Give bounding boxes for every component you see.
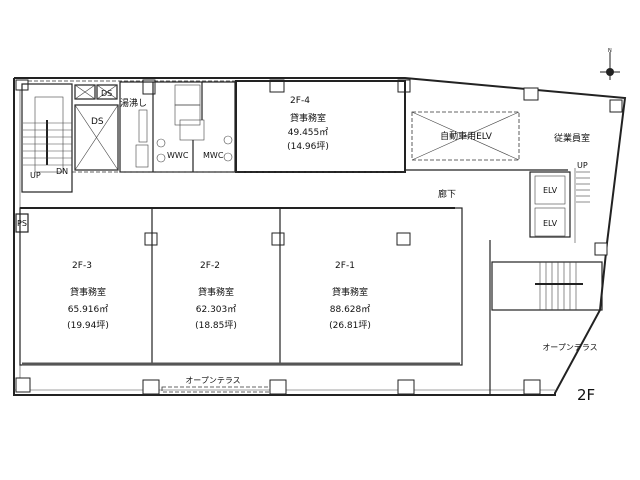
office-2f-1: 2F-1 貸事務室 88.628㎡ (26.81坪) xyxy=(329,261,371,331)
office-id: 2F-3 xyxy=(72,261,92,271)
office-type: 貸事務室 xyxy=(198,286,234,298)
ds-large-label: DS xyxy=(91,117,104,127)
ds-small-label: DS xyxy=(101,89,112,98)
offices-lower xyxy=(19,207,463,366)
service-core: 湯沸し WWC MWC xyxy=(119,81,236,173)
corridor-label: 廊下 xyxy=(438,188,456,200)
car-elv-label: 自動車用ELV xyxy=(440,130,493,142)
office-area-m2: 62.303㎡ xyxy=(196,304,237,315)
staff-room-label: 従業員室 xyxy=(554,132,590,144)
office-2f-2: 2F-2 貸事務室 62.303㎡ (18.85坪) xyxy=(195,261,237,331)
elv-1-label: ELV xyxy=(543,186,558,195)
mwc-label: MWC xyxy=(203,151,224,160)
office-area-m2: 49.455㎡ xyxy=(288,127,329,138)
compass-label: N xyxy=(608,48,612,54)
stair-right xyxy=(489,240,603,395)
terrace-rail xyxy=(161,386,271,393)
columns xyxy=(15,79,623,395)
office-area-tsubo: (19.94坪) xyxy=(67,320,109,331)
office-area-tsubo: (26.81坪) xyxy=(329,320,371,331)
ps-label: PS xyxy=(17,219,27,228)
stair-dn-label: DN xyxy=(56,167,68,176)
office-area-m2: 65.916㎡ xyxy=(68,304,109,315)
office-area-tsubo: (14.96坪) xyxy=(287,141,329,152)
north-arrow-icon: N xyxy=(600,48,620,80)
stair-up-label: UP xyxy=(30,171,41,180)
stair-left: UP DN xyxy=(21,83,73,193)
office-area-m2: 88.628㎡ xyxy=(330,304,371,315)
office-2f-3: 2F-3 貸事務室 65.916㎡ (19.94坪) xyxy=(67,261,109,331)
car-elevator: 自動車用ELV xyxy=(404,80,568,171)
stair-up-right-label: UP xyxy=(577,161,588,170)
wwc-label: WWC xyxy=(167,151,189,160)
ds-shafts: DS DS xyxy=(74,84,119,171)
ps-shaft xyxy=(15,213,29,233)
office-id: 2F-2 xyxy=(200,261,220,271)
kitchenette-label: 湯沸し xyxy=(120,97,147,109)
elv-2-label: ELV xyxy=(543,219,558,228)
open-terrace-right-label: オープンテラス xyxy=(542,343,597,352)
floor-label: 2F xyxy=(577,386,595,404)
office-2f-4: 2F-4 貸事務室 49.455㎡ (14.96坪) xyxy=(235,80,406,173)
office-type: 貸事務室 xyxy=(70,286,106,298)
office-type: 貸事務室 xyxy=(290,112,326,124)
office-type: 貸事務室 xyxy=(332,286,368,298)
elevators: ELV ELV UP xyxy=(529,161,590,243)
office-area-tsubo: (18.85坪) xyxy=(195,320,237,331)
open-terrace-bottom-label: オープンテラス xyxy=(185,376,240,385)
corridor: 廊下 xyxy=(20,171,456,209)
office-id: 2F-4 xyxy=(290,96,310,106)
office-id: 2F-1 xyxy=(335,261,355,271)
